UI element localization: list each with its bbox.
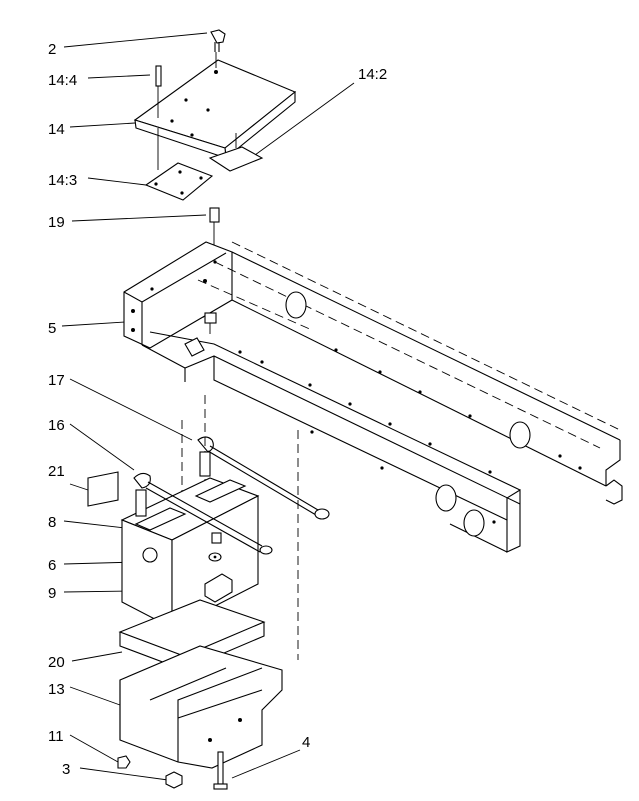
part-11-bolt	[117, 755, 131, 769]
part-16-cable	[133, 472, 273, 555]
leader-20	[71, 651, 123, 662]
callout-label-11: 11	[48, 728, 64, 745]
callout-label-14-4: 14:4	[48, 72, 77, 89]
part-9-clamp	[204, 573, 233, 603]
callout-label-14-2: 14:2	[358, 66, 387, 83]
callout-label-17: 17	[48, 372, 65, 389]
callout-label-19: 19	[48, 214, 65, 231]
leader-19	[71, 214, 207, 222]
part-4-bolt	[213, 751, 228, 790]
part-17-cable	[197, 436, 330, 520]
part-6-washer	[208, 552, 222, 562]
leader-14-4	[87, 74, 151, 79]
callout-label-14: 14	[48, 121, 65, 138]
leader-14	[69, 122, 136, 128]
leader-13	[69, 686, 121, 706]
callout-label-4: 4	[302, 734, 310, 751]
leader-2	[63, 32, 208, 48]
callout-label-14-3: 14:3	[48, 172, 77, 189]
callout-label-20: 20	[48, 654, 65, 671]
callout-label-3: 3	[62, 761, 70, 778]
leader-3	[79, 767, 169, 781]
part-21-decal	[87, 471, 119, 507]
leader-16	[69, 423, 135, 471]
callout-label-9: 9	[48, 585, 56, 602]
callout-label-8: 8	[48, 514, 56, 531]
callout-label-16: 16	[48, 417, 65, 434]
part-14-3-plate	[144, 162, 214, 201]
battery-block	[120, 477, 260, 629]
leader-11	[69, 734, 119, 763]
callout-label-2: 2	[48, 41, 56, 58]
leader-14-3	[87, 177, 147, 186]
part-8-bolt	[211, 532, 222, 544]
part-5-bolt	[204, 312, 217, 334]
part-14-2-decal	[208, 133, 264, 172]
part-14-4-pin	[155, 65, 162, 170]
part-2-screw	[210, 29, 226, 68]
callout-label-21: 21	[48, 463, 65, 480]
part-3-nut	[165, 771, 183, 789]
part-13-bracket	[119, 645, 283, 769]
callout-label-5: 5	[48, 320, 56, 337]
callout-label-6: 6	[48, 557, 56, 574]
callout-label-13: 13	[48, 681, 65, 698]
frame-chassis	[123, 241, 623, 553]
leader-4	[231, 749, 301, 779]
leader-14-2	[254, 82, 355, 156]
leader-17	[69, 378, 193, 441]
callout-labels: 2 14:4 14:2 14 14:3 19 5 17 16 21 8 6 9 …	[48, 41, 387, 778]
leader-21	[69, 483, 89, 491]
